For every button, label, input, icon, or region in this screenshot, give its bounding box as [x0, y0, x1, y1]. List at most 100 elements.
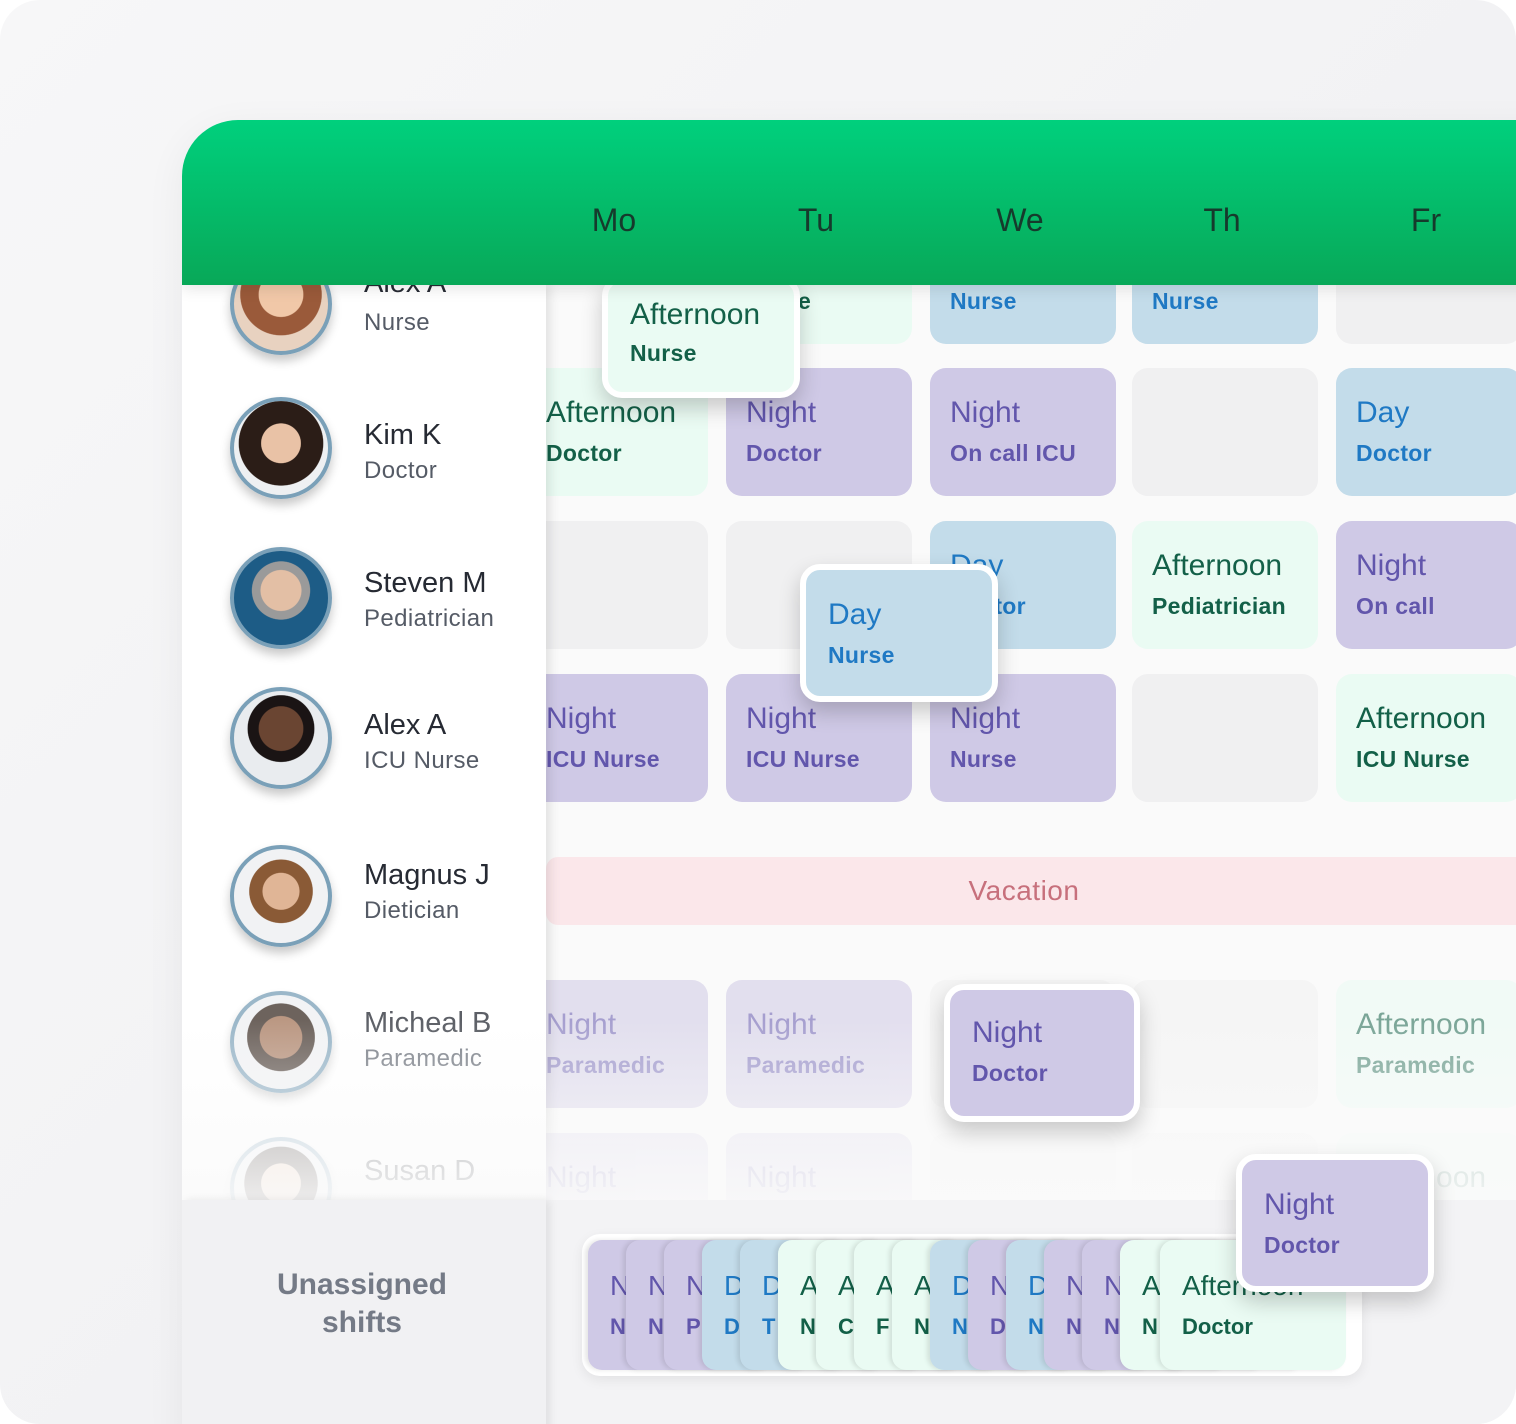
shift-cell[interactable]: Afternoon Pediatrician	[1132, 521, 1318, 649]
shift-name: Night	[746, 1008, 817, 1041]
shift-role: Paramedic	[546, 1052, 666, 1078]
schedule-grid: Mo Tu We Th Fr e Nurse Nurse Afternoon D…	[182, 120, 1516, 1200]
shift-role: Nurse	[630, 340, 697, 366]
shift-name: Afternoon	[630, 298, 761, 331]
shift-cell-empty[interactable]	[1132, 980, 1318, 1108]
avatar	[230, 1137, 332, 1200]
shift-role: Doctor	[1182, 1314, 1253, 1339]
shift-role: Nurse	[1152, 288, 1219, 314]
dragged-shift-card[interactable]: Day Nurse	[800, 564, 998, 702]
schedule-panel: Mo Tu We Th Fr e Nurse Nurse Afternoon D…	[182, 120, 1516, 1424]
shift-role: N	[800, 1314, 816, 1339]
day-header-th[interactable]: Th	[1203, 202, 1241, 238]
shift-role: Doctor	[972, 1060, 1048, 1086]
shift-role: D	[724, 1314, 740, 1339]
shift-name: Afternoon	[1356, 1008, 1487, 1041]
shift-name: N	[686, 1270, 707, 1301]
shift-cell[interactable]: Day Doctor	[1336, 368, 1516, 496]
staff-row[interactable]: Magnus J Dietician	[182, 845, 546, 965]
avatar	[230, 397, 332, 499]
shift-role: Nurse	[828, 642, 895, 668]
shift-role: N	[952, 1314, 968, 1339]
staff-role: Doctor	[364, 457, 438, 484]
dragged-shift-card[interactable]: Afternoon Nurse	[602, 276, 800, 398]
unassigned-label-line: Unassigned	[276, 1268, 448, 1301]
shift-cell[interactable]: Afternoon Paramedic	[1336, 980, 1516, 1108]
shift-role: D	[990, 1314, 1006, 1339]
week-header: Mo Tu We Th Fr	[182, 120, 1516, 285]
avatar	[230, 285, 332, 355]
shift-name: A	[876, 1270, 895, 1301]
staff-row[interactable]: Susan D	[182, 1137, 546, 1200]
shift-name: Day	[1356, 396, 1410, 429]
staff-name: Alex A	[364, 709, 447, 741]
shift-role: F	[876, 1314, 890, 1339]
shift-cell[interactable]: Afternoon ICU Nurse	[1336, 674, 1516, 802]
shift-name: N	[610, 1270, 631, 1301]
shift-cell[interactable]: Night Paramedic	[522, 980, 708, 1108]
shift-name: Night	[546, 702, 617, 735]
shift-name: Night	[546, 1161, 617, 1194]
shift-role: ICU Nurse	[1356, 746, 1470, 772]
day-header-fr[interactable]: Fr	[1410, 202, 1442, 238]
shift-role: C	[838, 1314, 854, 1339]
day-header-tu[interactable]: Tu	[797, 202, 835, 238]
shift-role: Paramedic	[1356, 1052, 1476, 1078]
staff-row[interactable]: Alex A ICU Nurse	[182, 687, 546, 807]
staff-name: Micheal B	[364, 1007, 492, 1039]
shift-name: Night	[746, 1161, 817, 1194]
shift-cell[interactable]: Night	[726, 1133, 912, 1200]
shift-role: N	[1028, 1314, 1044, 1339]
shift-cell-empty[interactable]	[1132, 368, 1318, 496]
staff-name: Susan D	[364, 1155, 476, 1187]
vacation-bar[interactable]: Vacation	[546, 857, 1516, 925]
shift-name: A	[1142, 1270, 1161, 1301]
day-header-mo[interactable]: Mo	[591, 202, 637, 238]
staff-name: Steven M	[364, 567, 487, 599]
shift-cell[interactable]: Night On call	[1336, 521, 1516, 649]
shift-cell-empty[interactable]	[1132, 674, 1318, 802]
shift-name: Night	[746, 702, 817, 735]
unassigned-label-line: shifts	[321, 1306, 402, 1339]
avatar	[230, 845, 332, 947]
shift-name: Night	[972, 1016, 1043, 1049]
shift-role: P	[686, 1314, 701, 1339]
shift-role: On call ICU	[950, 440, 1076, 466]
shift-cell[interactable]: Night	[522, 1133, 708, 1200]
unassigned-shift-tray[interactable]: NNNNNPDDDTANACAFANDNNDDNNNNNANAfternoonD…	[582, 1234, 1362, 1376]
staff-name: Kim K	[364, 419, 442, 451]
shift-role: N	[1104, 1314, 1120, 1339]
shift-role: N	[914, 1314, 930, 1339]
dragged-shift-card[interactable]: Night Doctor	[944, 984, 1140, 1122]
staff-name: Alex A	[364, 285, 446, 300]
staff-row[interactable]: Kim K Doctor	[182, 397, 546, 517]
shift-role: Nurse	[950, 288, 1017, 314]
shift-role: T	[762, 1314, 776, 1339]
shift-role: ICU Nurse	[546, 746, 660, 772]
shift-name: A	[838, 1270, 857, 1301]
dragged-shift-card[interactable]: Night Doctor	[1236, 1154, 1434, 1292]
shift-name: A	[914, 1270, 933, 1301]
staff-row[interactable]: Steven M Pediatrician	[182, 547, 546, 667]
staff-role: ICU Nurse	[364, 747, 480, 774]
staff-row[interactable]: Alex A Nurse	[182, 285, 546, 365]
shift-cell[interactable]: Night On call ICU	[930, 368, 1116, 496]
vacation-label: Vacation	[968, 875, 1080, 906]
shift-role: On call	[1356, 593, 1435, 619]
shift-role: e	[798, 288, 812, 314]
avatar	[230, 687, 332, 789]
shift-role: N	[610, 1314, 626, 1339]
shift-name: Day	[828, 598, 882, 631]
shift-cell[interactable]: Night Paramedic	[726, 980, 912, 1108]
shift-name: Night	[950, 702, 1021, 735]
shift-cell[interactable]: Night ICU Nurse	[522, 674, 708, 802]
shift-name: Afternoon	[546, 396, 677, 429]
shift-name: Night	[546, 1008, 617, 1041]
day-header-we[interactable]: We	[996, 202, 1044, 238]
shift-cell-empty[interactable]	[930, 1133, 1116, 1200]
shift-role: N	[1142, 1314, 1158, 1339]
shift-cell-empty[interactable]	[522, 521, 708, 649]
shift-name: Night	[950, 396, 1021, 429]
staff-row[interactable]: Micheal B Paramedic	[182, 991, 546, 1111]
